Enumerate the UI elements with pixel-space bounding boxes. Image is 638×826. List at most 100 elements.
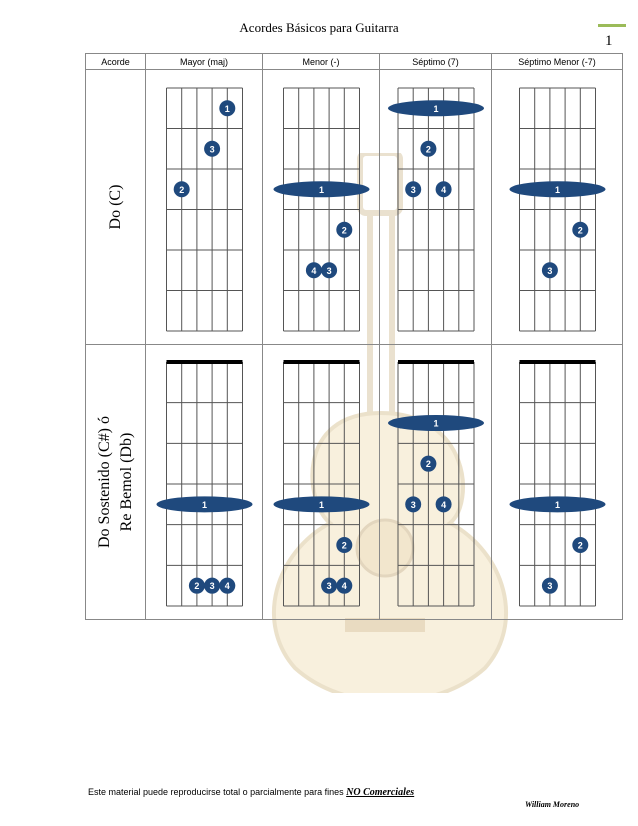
chord-diagram: 1 2 3 — [509, 87, 606, 332]
finger-number: 3 — [547, 581, 552, 591]
finger-dot-circle — [204, 577, 221, 594]
finger-dot: 3 — [321, 577, 338, 594]
finger-number: 3 — [327, 266, 332, 276]
barre-shape — [156, 496, 253, 513]
barre-finger-label: 1 — [202, 500, 207, 510]
barre-finger-label: 1 — [319, 500, 324, 510]
finger-dot: 2 — [420, 140, 437, 157]
finger-dot-circle — [204, 140, 221, 157]
finger-dot-circle — [336, 221, 353, 238]
author-name: William Moreno — [525, 800, 580, 809]
finger-number: 2 — [578, 225, 583, 235]
chord-name-line: Do (C) — [106, 184, 124, 230]
barre-marker: 1 — [388, 100, 484, 117]
finger-dot: 3 — [541, 577, 558, 594]
finger-number: 2 — [426, 144, 431, 154]
chord-name-label: Do (C) — [105, 185, 127, 230]
barre-shape — [273, 181, 370, 198]
header-acorde: Acorde — [85, 53, 146, 70]
finger-number: 2 — [426, 459, 431, 469]
finger-dot-circle — [572, 537, 589, 553]
finger-number: 4 — [311, 266, 316, 276]
barre-finger-label: 1 — [555, 185, 560, 195]
finger-dot: 2 — [572, 537, 589, 553]
chord-diagram-cell: 1 2 3 — [491, 69, 623, 345]
finger-dot: 2 — [336, 537, 353, 553]
finger-dot: 3 — [541, 262, 558, 279]
finger-dot-circle — [336, 577, 353, 594]
finger-dot-circle — [435, 496, 452, 513]
header-septimo-menor: Séptimo Menor (-7) — [491, 53, 623, 70]
finger-number: 1 — [225, 104, 230, 114]
header-accent-bar — [598, 24, 626, 27]
finger-number: 4 — [441, 185, 446, 195]
finger-dot-circle — [188, 577, 205, 594]
table-header-row: Acorde Mayor (maj) Menor (-) Séptimo (7)… — [85, 53, 623, 70]
chord-name-line: Re Bemol (Db) — [117, 432, 135, 532]
header-menor: Menor (-) — [262, 53, 380, 70]
finger-number: 4 — [225, 581, 230, 591]
finger-dot: 4 — [435, 181, 452, 198]
barre-marker: 1 — [388, 415, 484, 431]
chord-diagram: 1 2 3 4 — [388, 360, 484, 607]
finger-number: 3 — [327, 581, 332, 591]
finger-dot: 2 — [420, 455, 437, 472]
chord-diagram-cell: 1 2 4 3 — [262, 69, 380, 345]
barre-shape — [509, 496, 606, 513]
finger-dot: 2 — [336, 221, 353, 238]
finger-dot: 4 — [219, 577, 236, 594]
chord-diagram: 1 2 3 4 — [388, 87, 484, 332]
finger-number: 2 — [578, 541, 583, 551]
barre-marker: 1 — [509, 181, 606, 198]
finger-dot-circle — [336, 537, 353, 553]
finger-dot-circle — [420, 455, 437, 472]
finger-number: 3 — [547, 266, 552, 276]
barre-finger-label: 1 — [433, 104, 438, 114]
finger-dot-circle — [541, 577, 558, 594]
finger-number: 2 — [179, 185, 184, 195]
header-septimo: Séptimo (7) — [379, 53, 492, 70]
finger-dot-circle — [541, 262, 558, 279]
finger-dot: 3 — [204, 577, 221, 594]
finger-number: 3 — [210, 581, 215, 591]
barre-shape — [509, 181, 606, 198]
finger-number: 2 — [194, 581, 199, 591]
header-mayor: Mayor (maj) — [145, 53, 263, 70]
finger-dot-circle — [321, 577, 338, 594]
barre-marker: 1 — [273, 181, 370, 198]
finger-dot-circle — [572, 221, 589, 238]
finger-dot: 3 — [204, 140, 221, 157]
barre-finger-label: 1 — [555, 500, 560, 510]
finger-number: 3 — [411, 185, 416, 195]
finger-dot: 4 — [435, 496, 452, 513]
barre-shape — [273, 496, 370, 513]
finger-number: 3 — [411, 500, 416, 510]
finger-dot: 3 — [405, 496, 422, 513]
chord-name-line: Do Sostenido (C#) ó — [95, 416, 113, 548]
finger-dot-circle — [173, 181, 190, 198]
footer-note-emphasis: NO Comerciales — [346, 787, 415, 798]
finger-dot-circle — [405, 496, 422, 513]
chord-diagram-cell: 1 2 3 4 — [379, 344, 492, 620]
chord-diagram-cell: 1 2 3 — [491, 344, 623, 620]
finger-number: 4 — [441, 500, 446, 510]
barre-marker: 1 — [273, 496, 370, 513]
chord-row: Do (C) 1 3 2 1 2 4 3 1 2 3 4 1 2 3 — [85, 69, 623, 345]
chord-diagram: 1 2 4 3 — [273, 87, 370, 332]
chord-diagram: 1 3 2 — [166, 87, 243, 332]
chord-diagram-cell: 1 2 3 4 — [379, 69, 492, 345]
page-header-title: Acordes Básicos para Guitarra — [239, 20, 399, 35]
finger-dot: 2 — [188, 577, 205, 594]
barre-shape — [388, 100, 484, 117]
finger-dot-circle — [305, 262, 322, 279]
finger-dot-circle — [405, 181, 422, 198]
finger-dot: 2 — [572, 221, 589, 238]
finger-dot-circle — [219, 577, 236, 594]
page-number: 1 — [605, 33, 613, 49]
